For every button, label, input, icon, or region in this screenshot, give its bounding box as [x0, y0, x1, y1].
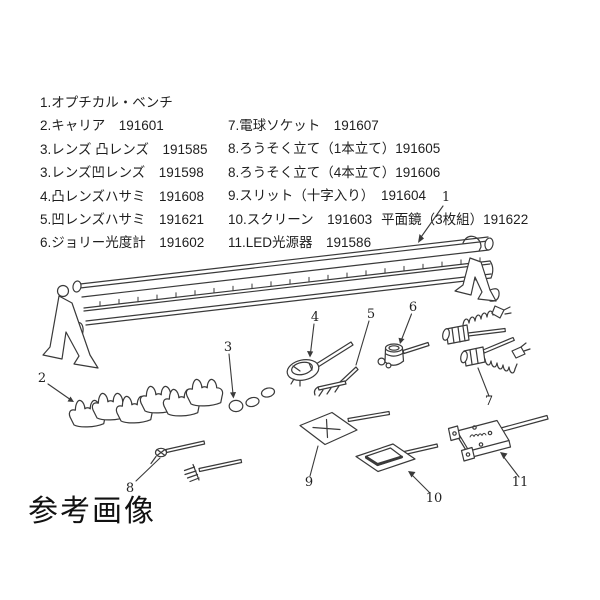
- parts-list-item: 1.オプチカル・ベンチ: [40, 95, 173, 110]
- screen-drawing: [355, 443, 439, 473]
- slit-plate-drawing: [299, 410, 391, 446]
- parts-list-right-column: 7.電球ソケット 191607 8.ろうそく立て（1本立て）191605 8.ろ…: [228, 114, 528, 254]
- parts-list-item: 11.LED光源器 191586: [228, 234, 372, 250]
- jolly-photometer-drawing: [377, 341, 430, 369]
- callout-9: 9: [305, 475, 313, 490]
- parts-list-item: 9.スリット（十字入り） 191604: [228, 188, 427, 204]
- parts-list-item-text: 10.スクリーン 191603: [228, 211, 373, 227]
- callout-10: 10: [426, 491, 443, 506]
- optical-bench-drawing: [42, 235, 500, 369]
- callout-1: 1: [442, 190, 450, 205]
- ruler-ticks: [99, 257, 481, 307]
- callout-numbers: 1 2 3 4 5 6 7 8 9 10 11: [38, 190, 528, 506]
- mirror-set-note: 平面鏡（3枚組）191622: [381, 211, 529, 227]
- convex-lens-clamp-drawing: [286, 341, 354, 387]
- lenses-drawing: [228, 387, 276, 413]
- callout-5: 5: [367, 307, 375, 322]
- parts-list-left-column: 1.オプチカル・ベンチ 2.キャリア 191601 3.レンズ 凸レンズ 191…: [40, 91, 208, 255]
- callout-arrowheads: [67, 234, 508, 478]
- parts-list-item: 6.ジョリー光度計 191602: [40, 235, 205, 251]
- bulb-sockets-drawing: [442, 305, 531, 374]
- callout-7: 7: [485, 394, 493, 409]
- callout-8: 8: [126, 481, 134, 496]
- parts-list-item: 8.ろうそく立て（1本立て）191605: [228, 141, 441, 157]
- parts-list-item: 7.電球ソケット 191607: [228, 118, 379, 133]
- parts-list-item: 4.凸レンズハサミ 191608: [40, 188, 205, 204]
- parts-list-item: 8.ろうそく立て（4本立て）191606: [228, 164, 441, 180]
- reference-image-caption: 参考画像: [28, 495, 156, 528]
- parts-list-item: 2.キャリア 191601: [40, 118, 164, 134]
- callout-4: 4: [311, 310, 319, 325]
- parts-list-item: 3.レンズ凹レンズ 191598: [40, 165, 204, 181]
- callout-leaders: [47, 205, 520, 493]
- concave-lens-clamp-drawing: [313, 366, 359, 397]
- callout-6: 6: [409, 300, 417, 315]
- callout-11: 11: [512, 475, 529, 490]
- carriers-drawing: [68, 378, 224, 428]
- callout-2: 2: [38, 371, 46, 386]
- candle-holders-drawing: [150, 440, 243, 483]
- callout-3: 3: [224, 340, 232, 355]
- parts-list-item: 10.スクリーン 191603 平面鏡（3枚組）191622: [228, 208, 528, 231]
- bench-left-foot: [42, 284, 99, 369]
- parts-list-item: 5.凹レンズハサミ 191621: [40, 211, 205, 227]
- led-light-source-drawing: [447, 414, 549, 462]
- parts-list-item: 3.レンズ 凸レンズ 191585: [40, 141, 208, 157]
- bench-right-foot: [454, 257, 500, 302]
